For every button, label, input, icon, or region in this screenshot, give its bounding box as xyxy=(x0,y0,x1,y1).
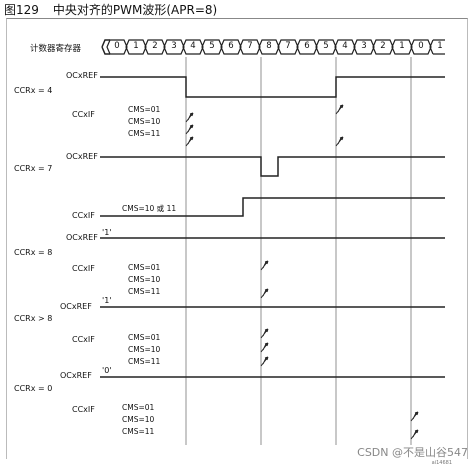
counter-value: 7 xyxy=(285,41,291,51)
ccxif-label: CCxIF xyxy=(72,110,95,119)
counter-value: 3 xyxy=(171,41,177,51)
ocxref-label: OCxREF xyxy=(66,233,98,242)
counter-value: 7 xyxy=(247,41,253,51)
counter-value: 5 xyxy=(323,41,329,51)
counter-value: 6 xyxy=(304,41,310,51)
figure-reference-code: ai14681 xyxy=(431,460,452,466)
ocxref-label: OCxREF xyxy=(66,152,98,161)
ocxref-label: OCxREF xyxy=(60,302,92,311)
cms-mode-list: CMS=01 CMS=10 CMS=11 xyxy=(122,403,155,436)
flag-arrows xyxy=(185,104,419,440)
ocxref-label: OCxREF xyxy=(66,71,98,80)
level-high-label: '1' xyxy=(102,228,112,237)
ccxif-label: CCxIF xyxy=(72,211,95,220)
ccxif-label: CCxIF xyxy=(72,405,95,414)
ccxif-ccrx7-waveform xyxy=(100,197,445,217)
counter-register-label: 计数器寄存器 xyxy=(30,44,82,54)
counter-value: 5 xyxy=(209,41,215,51)
counter-value: 1 xyxy=(133,41,139,51)
counter-value: 2 xyxy=(152,41,158,51)
counter-value: 1 xyxy=(399,41,405,51)
ocxref-ccrx7-waveform xyxy=(100,156,445,177)
counter-bus-start xyxy=(101,39,110,55)
figure-number: 图129 xyxy=(4,3,39,17)
ccrx-gt8-label: CCRx > 8 xyxy=(14,314,53,323)
ccxif-label: CCxIF xyxy=(72,264,95,273)
counter-value: 0 xyxy=(114,41,120,51)
level-low-label: '0' xyxy=(102,366,112,375)
counter-value: 0 xyxy=(418,41,424,51)
figure-frame xyxy=(6,18,468,459)
ccxif-label: CCxIF xyxy=(72,335,95,344)
counter-slots xyxy=(106,39,445,55)
counter-value: 8 xyxy=(266,41,272,51)
cms-mode-list: CMS=01 CMS=10 CMS=11 xyxy=(128,263,161,296)
watermark: CSDN @不是山谷547 xyxy=(357,446,468,459)
cms-mode-label: CMS=10 或 11 xyxy=(122,204,177,213)
ccrx-4-label: CCRx = 4 xyxy=(14,86,53,95)
figure-title: 图129 中央对齐的PWM波形(APR=8) xyxy=(4,1,217,18)
ccrx-7-label: CCRx = 7 xyxy=(14,164,53,173)
level-high-label: '1' xyxy=(102,296,112,305)
ccrx-8-label: CCRx = 8 xyxy=(14,248,53,257)
counter-value: 1 xyxy=(437,41,443,51)
counter-value: 4 xyxy=(342,41,348,51)
counter-value: 3 xyxy=(361,41,367,51)
counter-value: 4 xyxy=(190,41,196,51)
cms-mode-list: CMS=01 CMS=10 CMS=11 xyxy=(128,333,161,366)
ccrx-0-label: CCRx = 0 xyxy=(14,384,53,393)
counter-value: 6 xyxy=(228,41,234,51)
cms-mode-list: CMS=01 CMS=10 CMS=11 xyxy=(128,105,161,138)
counter-value: 2 xyxy=(380,41,386,51)
ocxref-label: OCxREF xyxy=(60,371,92,380)
ocxref-ccrx4-waveform xyxy=(100,76,445,98)
figure-caption: 中央对齐的PWM波形(APR=8) xyxy=(52,3,218,17)
